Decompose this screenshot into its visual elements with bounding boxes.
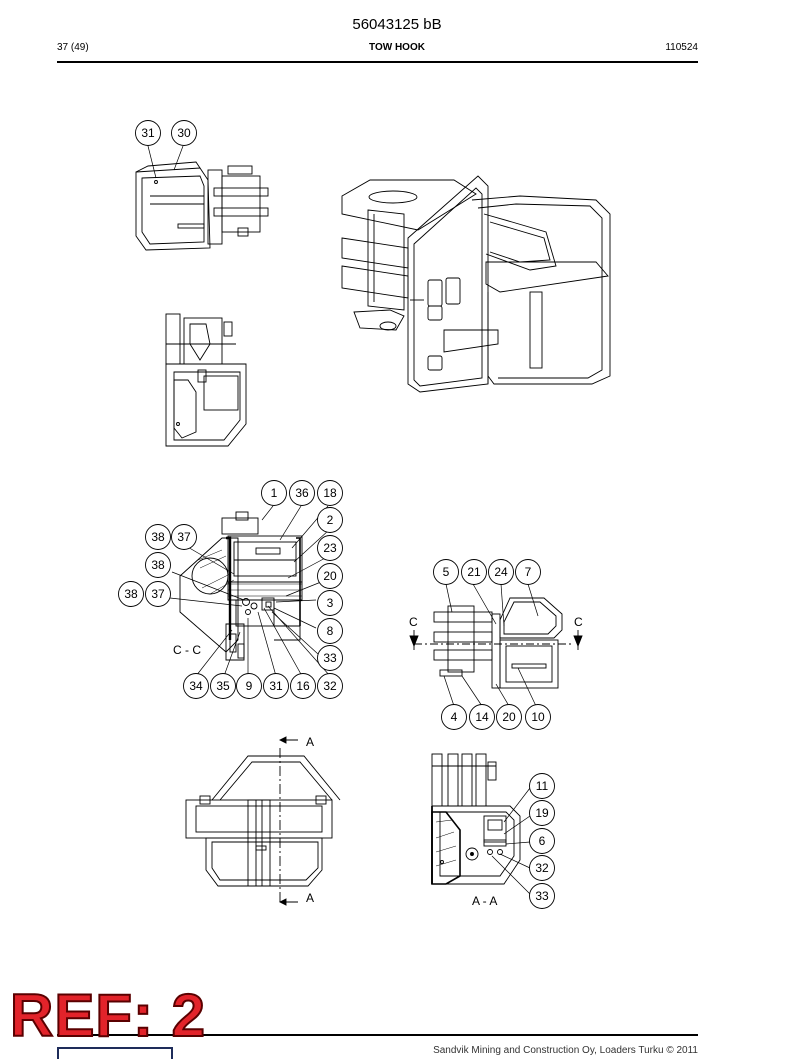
balloon: 2 — [317, 507, 343, 533]
svg-text:20: 20 — [323, 569, 337, 583]
balloon: 36 — [289, 480, 315, 506]
balloon: 37 — [171, 524, 197, 550]
section-labels: C - C C C A - A A A — [173, 615, 583, 908]
svg-text:2: 2 — [327, 513, 334, 527]
ref-stamp: REF: 2 — [9, 982, 207, 1049]
isometric-view — [341, 175, 611, 393]
svg-text:3: 3 — [327, 596, 334, 610]
balloon: 37 — [145, 581, 171, 607]
svg-text:35: 35 — [216, 679, 230, 693]
svg-text:21: 21 — [467, 565, 481, 579]
document-number: 56043125 bB — [352, 16, 442, 33]
balloon: 31 — [135, 120, 161, 146]
balloon: 9 — [236, 673, 262, 699]
revision-date: 110524 — [665, 42, 698, 53]
svg-text:38: 38 — [151, 558, 165, 572]
balloon: 38 — [145, 524, 171, 550]
balloon: 32 — [317, 673, 343, 699]
svg-text:32: 32 — [535, 861, 549, 875]
section-label-aa: A - A — [472, 894, 497, 908]
balloon: 5 — [433, 559, 459, 585]
front-view-bottom-left — [185, 736, 341, 906]
balloon: 32 — [529, 855, 555, 881]
balloon: 38 — [145, 552, 171, 578]
footer-rule — [57, 1034, 698, 1036]
svg-text:7: 7 — [525, 565, 532, 579]
svg-text:37: 37 — [177, 530, 191, 544]
svg-text:16: 16 — [296, 679, 310, 693]
svg-text:5: 5 — [443, 565, 450, 579]
balloon: 20 — [496, 704, 522, 730]
balloon: 34 — [183, 673, 209, 699]
sheet-title: TOW HOOK — [369, 42, 425, 53]
balloon: 31 — [263, 673, 289, 699]
balloon: 24 — [488, 559, 514, 585]
svg-text:30: 30 — [177, 126, 191, 140]
balloon: 21 — [461, 559, 487, 585]
svg-text:31: 31 — [141, 126, 155, 140]
balloon: 11 — [529, 773, 555, 799]
balloon: 33 — [317, 645, 343, 671]
svg-text:9: 9 — [246, 679, 253, 693]
svg-text:32: 32 — [323, 679, 337, 693]
svg-text:1: 1 — [271, 486, 278, 500]
balloon: 16 — [290, 673, 316, 699]
svg-text:19: 19 — [535, 806, 549, 820]
svg-text:10: 10 — [531, 710, 545, 724]
balloon: 7 — [515, 559, 541, 585]
section-marker-a-bottom: A — [306, 891, 314, 905]
side-view-top-left — [135, 161, 269, 251]
section-c-c-view — [179, 511, 303, 661]
balloon: 8 — [317, 618, 343, 644]
section-marker-a-top: A — [306, 735, 314, 749]
balloon: 10 — [525, 704, 551, 730]
section-marker-c-right: C — [574, 615, 583, 629]
svg-text:6: 6 — [539, 834, 546, 848]
svg-text:23: 23 — [323, 541, 337, 555]
balloon: 20 — [317, 563, 343, 589]
side-view-right — [409, 597, 583, 689]
balloon: 33 — [529, 883, 555, 909]
section-label-cc: C - C — [173, 643, 201, 657]
svg-text:33: 33 — [535, 889, 549, 903]
svg-text:8: 8 — [327, 624, 334, 638]
balloon: 4 — [441, 704, 467, 730]
svg-text:11: 11 — [536, 779, 549, 793]
svg-text:36: 36 — [295, 486, 309, 500]
svg-text:24: 24 — [494, 565, 508, 579]
section-a-a-view — [431, 753, 521, 885]
end-view-left — [165, 313, 247, 447]
svg-text:4: 4 — [451, 710, 458, 724]
balloon: 14 — [469, 704, 495, 730]
page-number: 37 (49) — [57, 42, 89, 53]
balloon: 18 — [317, 480, 343, 506]
header-rule — [57, 61, 698, 63]
svg-text:38: 38 — [124, 587, 138, 601]
svg-text:18: 18 — [323, 486, 337, 500]
svg-text:33: 33 — [323, 651, 337, 665]
balloon: 35 — [210, 673, 236, 699]
section-marker-c-left: C — [409, 615, 418, 629]
balloon: 38 — [118, 581, 144, 607]
svg-text:34: 34 — [189, 679, 203, 693]
footer-copyright: Sandvik Mining and Construction Oy, Load… — [433, 1045, 698, 1056]
balloon: 19 — [529, 800, 555, 826]
balloon: 6 — [529, 828, 555, 854]
svg-text:37: 37 — [151, 587, 165, 601]
svg-text:38: 38 — [151, 530, 165, 544]
svg-text:20: 20 — [502, 710, 516, 724]
callout-balloons: 31 30 1 36 18 2 23 20 3 8 33 38 37 38 38… — [118, 120, 555, 909]
svg-text:14: 14 — [475, 710, 489, 724]
balloon: 1 — [261, 480, 287, 506]
balloon: 30 — [171, 120, 197, 146]
balloon: 23 — [317, 535, 343, 561]
balloon: 3 — [317, 590, 343, 616]
svg-text:31: 31 — [269, 679, 283, 693]
